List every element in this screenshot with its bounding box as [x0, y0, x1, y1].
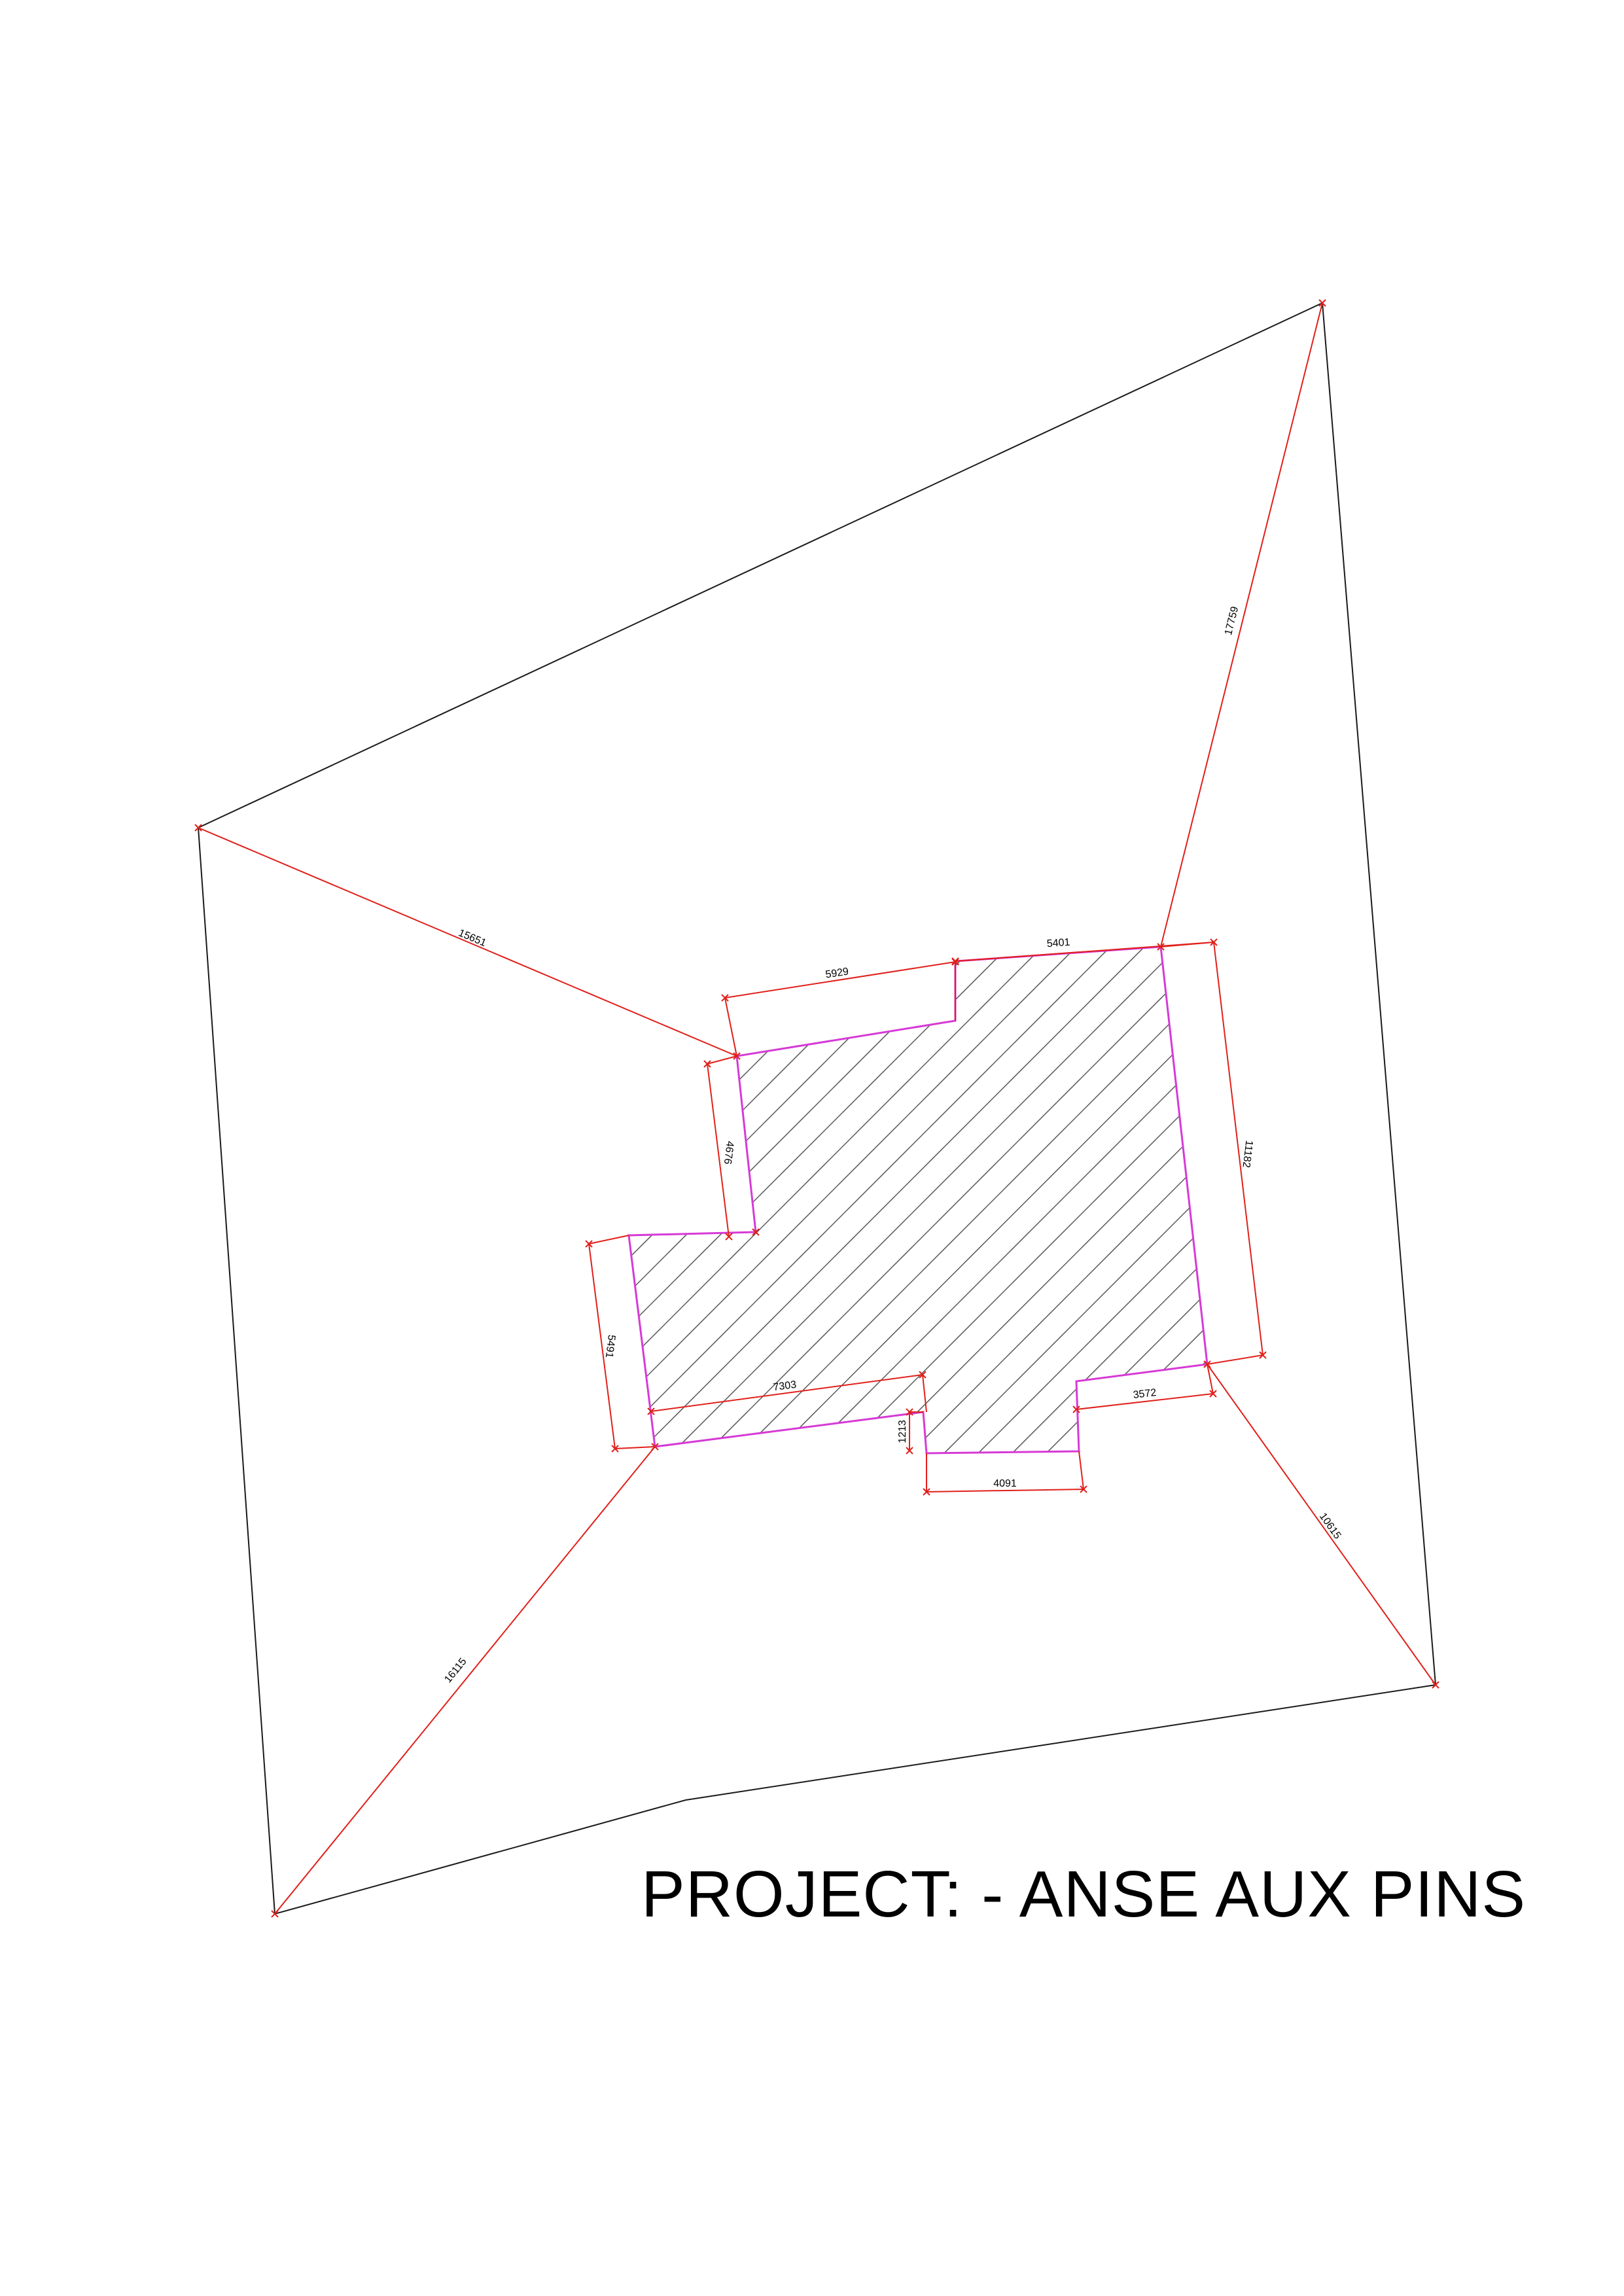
survey-marker [703, 1060, 711, 1068]
hatch-line [629, 947, 663, 1453]
hatch-line [629, 947, 799, 1453]
dim-7303: 7303 [773, 1379, 798, 1394]
hatch-line [928, 947, 1207, 1453]
survey-marker [1318, 299, 1326, 307]
dim-4091: 4091 [993, 1478, 1017, 1489]
survey-marker [725, 1233, 733, 1241]
survey-marker [1080, 1485, 1087, 1493]
hatch-line [894, 947, 1207, 1453]
survey-marker [1432, 1681, 1439, 1689]
hatch-line [656, 947, 1207, 1453]
hatch-line [629, 947, 901, 1453]
hatch-line [997, 947, 1207, 1453]
offset-line-top-left [198, 827, 737, 1057]
survey-markers [194, 299, 1439, 1918]
survey-marker [194, 824, 202, 832]
dim-15651: 15651 [457, 927, 488, 949]
dim-5491: 5491 [603, 1334, 617, 1359]
dim-4676: 4676 [722, 1140, 735, 1165]
survey-marker [647, 1407, 655, 1415]
survey-marker [733, 1052, 741, 1060]
hatch-line [629, 947, 1207, 1453]
hatch-line [629, 947, 969, 1453]
survey-marker [271, 1910, 279, 1918]
survey-marker [721, 994, 729, 1002]
hatch-line [758, 947, 1207, 1453]
dim-5929: 5929 [824, 966, 849, 980]
project-title: PROJECT: - ANSE AUX PINS [641, 1858, 1527, 1931]
hatch-line [0, 851, 492, 1570]
hatch-line [629, 947, 697, 1453]
hatch-line [1031, 947, 1207, 1453]
survey-marker [951, 958, 959, 966]
dim-11182: 11182 [1241, 1140, 1255, 1169]
hatch-line [826, 947, 1207, 1453]
survey-marker [1203, 1360, 1211, 1368]
survey-marker [1259, 1351, 1267, 1359]
hatch-line [792, 947, 1207, 1453]
hatch-line [0, 851, 560, 1570]
survey-marker [1209, 1390, 1217, 1398]
hatch-line [629, 947, 731, 1453]
survey-marker [752, 1228, 760, 1236]
survey-marker [906, 1447, 913, 1455]
offset-line-top-right [1160, 302, 1323, 947]
offset-line-bottom-left [274, 1446, 656, 1915]
survey-marker [585, 1240, 593, 1248]
offset-lines [198, 302, 1436, 1915]
hatch-line [0, 851, 594, 1570]
dim-17759: 17759 [1223, 605, 1241, 636]
offset-line-bottom-right [1207, 1364, 1436, 1686]
hatch-line [629, 947, 1037, 1453]
hatch-line [629, 947, 1207, 1453]
plot-boundary [197, 302, 1437, 1915]
survey-marker [919, 1371, 927, 1379]
hatch-line [629, 947, 833, 1453]
hatch-line [629, 947, 765, 1453]
dim-1213: 1213 [897, 1420, 908, 1443]
hatch-line [0, 851, 526, 1570]
dimension-lines [588, 942, 1263, 1492]
hatch-line [629, 947, 1207, 1453]
hatch-line [629, 947, 1207, 1453]
hatch-line [629, 947, 1071, 1453]
survey-marker [906, 1408, 913, 1416]
hatch-line [629, 947, 1173, 1453]
dim-5401: 5401 [1046, 937, 1070, 950]
hatch-line [0, 851, 458, 1570]
hatch-line [860, 947, 1207, 1453]
hatch-line [690, 947, 1207, 1453]
hatch-line [629, 947, 1139, 1453]
survey-marker [1157, 943, 1165, 951]
survey-marker [611, 1445, 619, 1453]
hatch-line [629, 947, 935, 1453]
survey-marker [1072, 1405, 1080, 1413]
hatch-line [962, 947, 1207, 1453]
hatch-line [0, 851, 628, 1570]
survey-marker [651, 1443, 659, 1451]
survey-marker [1210, 938, 1218, 946]
hatch-line [724, 947, 1207, 1453]
survey-marker [923, 1488, 930, 1496]
dim-3572: 3572 [1133, 1387, 1157, 1401]
